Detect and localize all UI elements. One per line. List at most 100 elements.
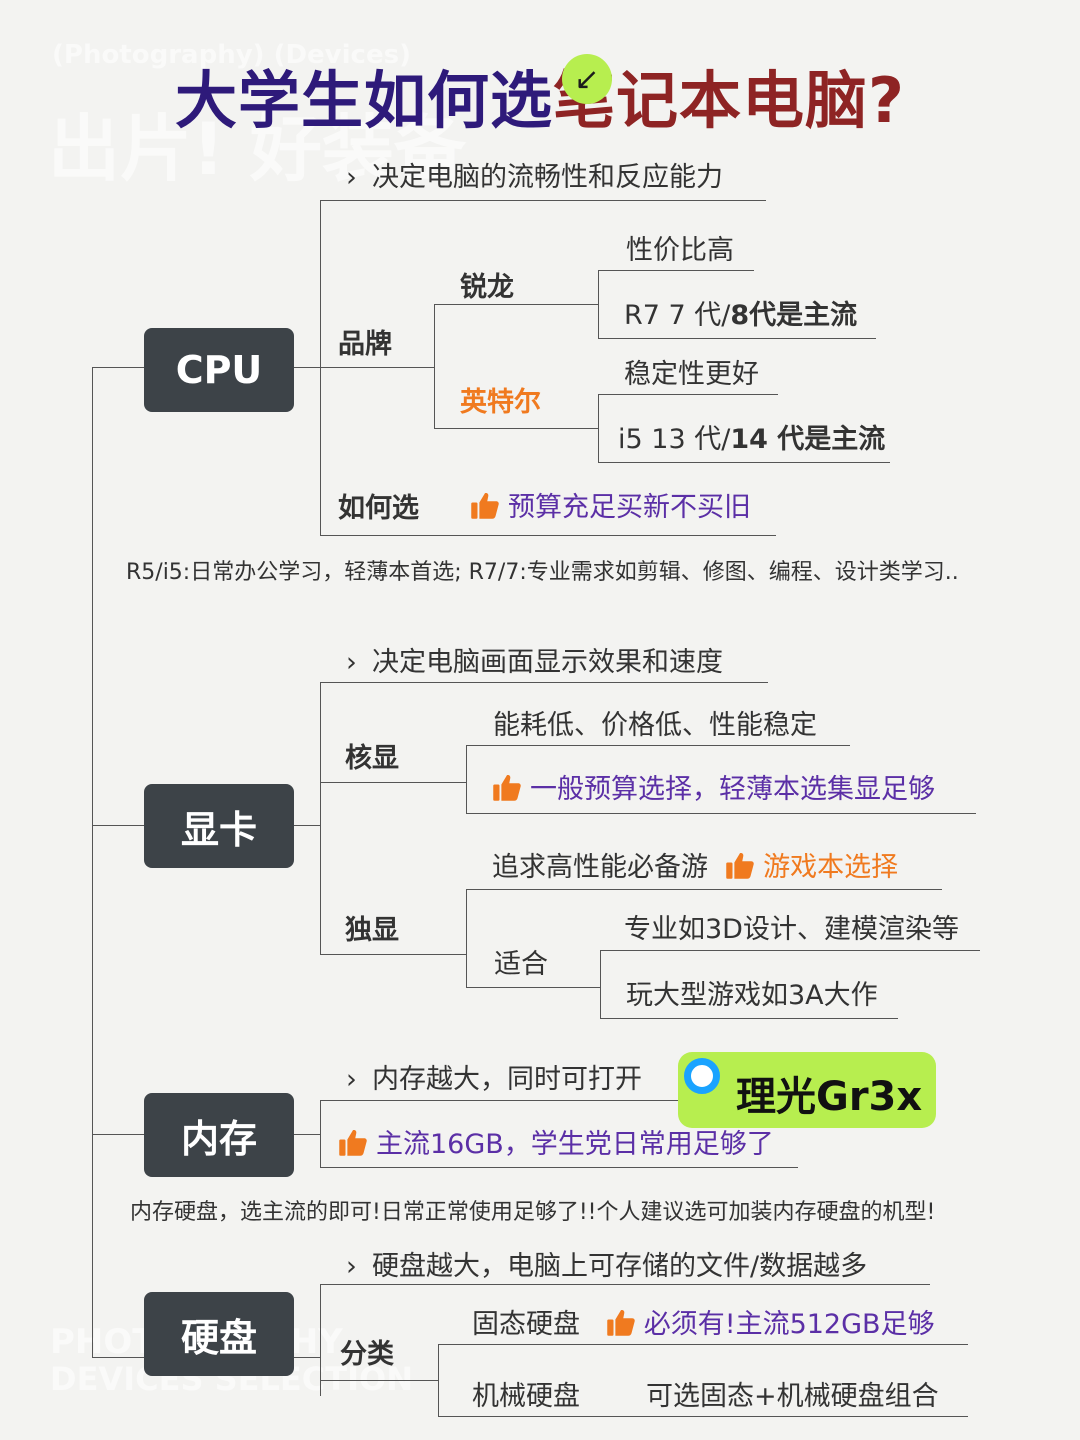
ssd-label: 固态硬盘 必须有!主流512GB足够 xyxy=(472,1302,935,1341)
disk-cat-line xyxy=(320,1380,438,1381)
cpu-node[interactable]: CPU xyxy=(144,328,294,412)
intel-bracket xyxy=(598,394,599,462)
intel-line-1 xyxy=(598,394,778,395)
dgpu-feature-1: 追求高性能必备游 游戏本选择 xyxy=(492,845,898,884)
amd-feature-1: 性价比高 xyxy=(626,235,734,266)
spine-cpu xyxy=(92,367,144,368)
spine-line xyxy=(92,367,93,1357)
dgpu-line-1 xyxy=(466,889,942,890)
intel-feature-2b: 14 代是主流 xyxy=(730,424,886,455)
intel-line xyxy=(434,428,598,429)
hdd-line xyxy=(438,1416,968,1417)
amd-line-1 xyxy=(598,270,754,271)
suit-feature-1: 专业如3D设计、建模渲染等 xyxy=(624,914,959,945)
dgpu-game-laptop: 游戏本选择 xyxy=(763,852,899,883)
ram-bracket xyxy=(320,1100,321,1167)
chevron-right-icon: › xyxy=(346,1064,357,1095)
disk-category: 分类 xyxy=(340,1339,394,1370)
disk-node[interactable]: 硬盘 xyxy=(144,1292,294,1376)
dgpu-line xyxy=(320,954,466,955)
ram-desc-line xyxy=(320,1100,680,1101)
cpu-desc-text: 决定电脑的流畅性和反应能力 xyxy=(372,162,723,193)
disk-desc: ›硬盘越大，电脑上可存储的文件/数据越多 xyxy=(346,1244,867,1283)
ram-node[interactable]: 内存 xyxy=(144,1093,294,1177)
disk-desc-text: 硬盘越大，电脑上可存储的文件/数据越多 xyxy=(372,1251,868,1282)
suit-label: 适合 xyxy=(494,949,548,980)
gpu-desc-line xyxy=(320,682,768,683)
cpu-how-tip: 预算充足买新不买旧 xyxy=(470,485,751,524)
gpu-node[interactable]: 显卡 xyxy=(144,784,294,868)
camera-badge-label: 理光Gr3x xyxy=(736,1074,923,1120)
intel-feature-2a: i5 13 代/ xyxy=(618,424,731,455)
cpu-note: R5/i5:日常办公学习，轻薄本首选; R7/7:专业需求如剪辑、修图、编程、设… xyxy=(126,560,959,585)
gpu-desc: › 决定电脑画面显示效果和速度 xyxy=(346,640,723,679)
cpu-how: 如何选 xyxy=(338,493,419,524)
intel-feature-2: i5 13 代/14 代是主流 xyxy=(618,417,885,456)
intel-label: 英特尔 xyxy=(460,387,541,418)
ssd-tip: 必须有!主流512GB足够 xyxy=(643,1309,935,1340)
ram-connector xyxy=(294,1134,320,1135)
igpu-feature-1: 能耗低、价格低、性能稳定 xyxy=(493,710,817,741)
hdd-tip: 可选固态+机械硬盘组合 xyxy=(646,1381,939,1412)
amd-bracket xyxy=(598,270,599,338)
amd-feature-2: R7 7 代/8代是主流 xyxy=(624,293,857,332)
title-part-1: 大学生如何选 xyxy=(175,64,554,137)
igpu-tip-text: 一般预算选择，轻薄本选集显足够 xyxy=(530,774,935,805)
igpu-line-1 xyxy=(466,745,850,746)
dgpu-label: 独显 xyxy=(345,915,399,946)
spine-disk xyxy=(92,1357,144,1358)
cpu-desc-line xyxy=(320,200,766,201)
amd-feature-2a: R7 7 代/ xyxy=(624,300,731,331)
amd-line xyxy=(434,304,598,305)
ram-note: 内存硬盘，选主流的即可!日常正常使用足够了!!个人建议选可加装内存硬盘的机型! xyxy=(130,1200,936,1225)
ram-desc: › 内存越大，同时可打开 xyxy=(346,1057,642,1096)
watermark-top-small: (Photography) (Devices) xyxy=(52,40,411,70)
watermark-top-big: 出片! 好装备 xyxy=(48,107,466,191)
location-dot-icon xyxy=(684,1058,720,1094)
igpu-bracket xyxy=(466,745,467,813)
chevron-right-icon: › xyxy=(346,162,357,193)
suit-bracket xyxy=(600,950,601,1018)
amd-line-2 xyxy=(598,338,876,339)
cpu-connector xyxy=(294,367,320,368)
suit-line-1 xyxy=(600,950,980,951)
cpu-how-tip-text: 预算充足买新不买旧 xyxy=(508,492,751,523)
spine-ram xyxy=(92,1134,144,1135)
thumbs-up-icon xyxy=(470,490,500,520)
hdd-label-text: 机械硬盘 xyxy=(472,1381,580,1412)
ram-desc-text: 内存越大，同时可打开 xyxy=(372,1064,642,1095)
igpu-line xyxy=(320,782,466,783)
intel-line-2 xyxy=(598,462,890,463)
page-title: 大学生如何选笔记本电脑? xyxy=(0,50,1080,140)
thumbs-up-icon xyxy=(606,1307,636,1337)
thumbs-up-icon xyxy=(338,1127,368,1157)
camera-badge[interactable]: 理光Gr3x xyxy=(678,1052,936,1128)
gpu-bracket xyxy=(320,682,321,954)
ssd-line xyxy=(438,1344,968,1345)
chevron-right-icon: › xyxy=(346,647,357,678)
dgpu-feature-1-text: 追求高性能必备游 xyxy=(492,852,708,883)
cpu-brand-line xyxy=(320,367,434,368)
thumbs-up-icon xyxy=(725,850,755,880)
thumbs-up-icon xyxy=(492,772,522,802)
suit-line xyxy=(466,987,600,988)
cpu-how-line xyxy=(320,535,776,536)
ram-tip: 主流16GB，学生党日常用足够了 xyxy=(338,1122,774,1161)
gpu-desc-text: 决定电脑画面显示效果和速度 xyxy=(372,647,723,678)
hdd-label: 机械硬盘 可选固态+机械硬盘组合 xyxy=(472,1374,939,1413)
dgpu-bracket xyxy=(466,889,467,987)
arrow-down-left-icon[interactable]: ↙ xyxy=(562,54,612,104)
disk-cat-bracket xyxy=(438,1344,439,1416)
amd-label: 锐龙 xyxy=(460,272,514,303)
ram-tip-text: 主流16GB，学生党日常用足够了 xyxy=(376,1129,774,1160)
gpu-connector xyxy=(294,825,320,826)
ram-tip-line xyxy=(320,1167,798,1168)
igpu-label: 核显 xyxy=(345,743,399,774)
brand-bracket xyxy=(434,304,435,428)
intel-feature-1: 稳定性更好 xyxy=(624,359,759,390)
cpu-desc: › 决定电脑的流畅性和反应能力 xyxy=(346,155,723,194)
disk-desc-line xyxy=(320,1284,930,1285)
suit-feature-2: 玩大型游戏如3A大作 xyxy=(626,980,878,1011)
amd-feature-2b: 8代是主流 xyxy=(730,300,858,331)
disk-bracket xyxy=(320,1284,321,1396)
